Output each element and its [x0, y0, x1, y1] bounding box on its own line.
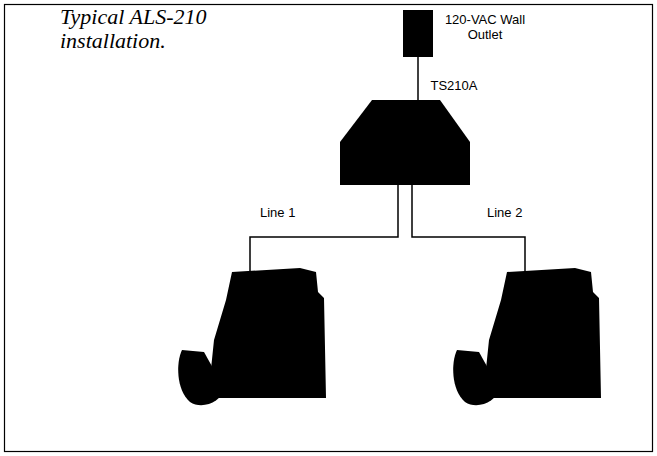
diagram-title: Typical ALS-210 installation. — [60, 5, 250, 53]
power-cord — [418, 57, 419, 100]
node-label: 120-VAC Wall Outlet — [440, 12, 530, 42]
telephone-left — [178, 268, 326, 405]
line-1-wire — [250, 185, 398, 272]
line-2-wire — [412, 185, 525, 272]
frame — [5, 5, 653, 452]
ts210a-unit-shape — [340, 100, 470, 185]
wall-outlet-shape — [403, 10, 433, 57]
telephone-right — [453, 268, 601, 405]
line-label: Line 1 — [260, 205, 295, 220]
line-label: Line 2 — [487, 205, 522, 220]
ts210a-unit: TS210A — [340, 100, 470, 185]
node-label: TS210A — [424, 78, 484, 93]
wall-outlet: 120-VAC Wall Outlet — [403, 10, 433, 57]
